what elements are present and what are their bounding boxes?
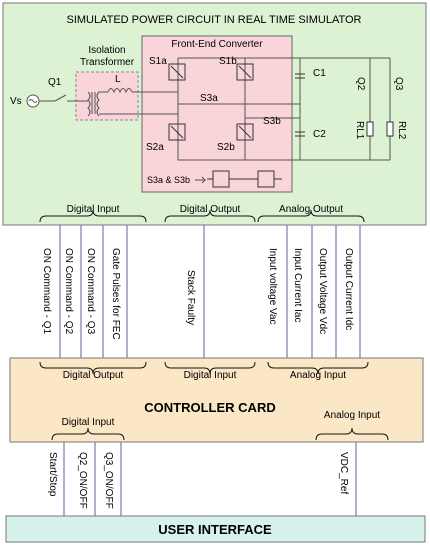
- signal-label: Input Current Iac: [292, 248, 303, 322]
- ui-signal-label: Start/Stop: [47, 452, 58, 497]
- isolation-transformer-box: [75, 71, 139, 121]
- isolation-label-2: Transformer: [80, 57, 135, 68]
- top-brace-analog-output: [257, 209, 365, 223]
- source-label: Vs: [10, 96, 22, 107]
- s3a-label: S3a: [200, 93, 218, 104]
- s3ab-label: S3a & S3b: [147, 175, 190, 185]
- ctrl-group-digital-input: Digital Input: [184, 370, 237, 381]
- q1-label: Q1: [48, 77, 62, 88]
- signal-label: ON Command - Q2: [63, 248, 74, 335]
- ctrl-brace-digital-input: [164, 361, 256, 375]
- ctrl-brace-lower-analog-input: [315, 427, 389, 441]
- q3-label: Q3: [393, 77, 404, 91]
- ui-signal-label: VDC_Ref: [338, 452, 349, 494]
- ctrl-brace-lower-digital-input: [51, 427, 125, 441]
- ui-signal-labels: Start/Stop Q2_ON/OFF Q3_ON/OFF VDC_Ref: [47, 452, 349, 509]
- user-interface-title: USER INTERFACE: [158, 522, 272, 537]
- s2b-switch-icon: [236, 123, 254, 141]
- ui-signal-wires: [63, 442, 357, 516]
- fec-title: Front-End Converter: [171, 39, 263, 50]
- signal-wires: [59, 225, 361, 358]
- signal-label: Output Voltage Vdc: [317, 248, 328, 334]
- inductor-icon: [107, 88, 133, 94]
- signal-label: Output Current Idc: [343, 248, 354, 330]
- q2-label: Q2: [355, 77, 366, 91]
- signal-label: ON Command - Q1: [41, 248, 52, 335]
- controller-card-block: [9, 357, 424, 443]
- ctrl-group-analog-input: Analog Input: [290, 370, 346, 381]
- sine-icon: [28, 99, 38, 103]
- ctrl-brace-digital-output: [39, 361, 147, 375]
- s3b-label: S3b: [263, 116, 281, 127]
- s2b-label: S2b: [217, 142, 235, 153]
- signal-label: ON Command - Q3: [85, 248, 96, 335]
- c2-label: C2: [313, 129, 326, 140]
- ctrl-lower-digital-input: Digital Input: [62, 417, 115, 428]
- rl2-label: RL2: [396, 121, 407, 140]
- signal-labels: ON Command - Q1 ON Command - Q2 ON Comma…: [41, 248, 354, 340]
- s1a-switch-icon: [168, 63, 186, 81]
- rl1-label: RL1: [354, 121, 365, 140]
- signal-label: Stack Faulty: [185, 270, 196, 325]
- c1-label: C1: [313, 68, 326, 79]
- signal-label: Input voltage Vac: [267, 248, 278, 325]
- transformer-secondary-icon: [96, 91, 100, 117]
- controller-title: CONTROLLER CARD: [144, 400, 275, 415]
- s1b-label: S1b: [219, 56, 237, 67]
- top-group-analog-output: Analog Output: [279, 204, 343, 215]
- top-group-digital-output: Digital Output: [180, 204, 241, 215]
- top-group-digital-input: Digital Input: [67, 204, 120, 215]
- inductor-label: L: [115, 74, 121, 85]
- ctrl-lower-analog-input: Analog Input: [324, 410, 380, 421]
- top-brace-digital-output: [164, 209, 256, 223]
- ctrl-group-digital-output: Digital Output: [63, 370, 124, 381]
- signal-label: Gate Pulses for FEC: [110, 248, 121, 340]
- s1a-label: S1a: [149, 56, 167, 67]
- user-interface-block: [5, 515, 426, 543]
- s2a-switch-icon: [168, 123, 186, 141]
- q1-switch-icon: [54, 94, 67, 102]
- rl1-resistor-icon: [366, 121, 374, 137]
- s1b-switch-icon: [236, 63, 254, 81]
- top-brace-digital-input: [39, 209, 147, 223]
- arrow-icon: [195, 176, 207, 184]
- rl2-resistor-icon: [386, 121, 394, 137]
- ctrl-brace-analog-input: [267, 361, 369, 375]
- s2a-label: S2a: [146, 142, 164, 153]
- ui-signal-label: Q2_ON/OFF: [77, 452, 88, 509]
- bidirectional-switch-icon: [207, 170, 282, 188]
- transformer-primary-icon: [87, 91, 91, 117]
- ui-signal-label: Q3_ON/OFF: [103, 452, 114, 509]
- simulator-title: SIMULATED POWER CIRCUIT IN REAL TIME SIM…: [66, 14, 361, 26]
- isolation-label-1: Isolation: [88, 45, 125, 56]
